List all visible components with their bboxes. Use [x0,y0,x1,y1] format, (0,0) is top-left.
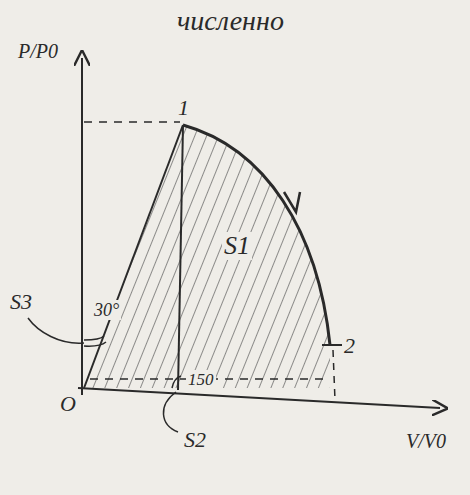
x-axis [78,388,440,408]
angle-label: 30° [92,300,121,320]
dashed-guide [84,121,180,123]
area-label: S3 [8,290,34,314]
leader-line [28,318,84,343]
ray-line [84,125,183,388]
curve-arrow [284,192,300,212]
leader-line [163,392,178,432]
axis-label: P/P0 [16,40,60,62]
point-label: 1 [176,96,191,120]
y-axis [81,58,83,395]
angle-arc [84,342,106,346]
vertical-line [178,125,183,390]
angle-arc [84,336,104,340]
point-label: 2 [342,334,357,358]
dashed-guide [333,350,335,400]
process-curve [183,125,330,345]
angle-label: 150 [186,370,216,389]
title-note: численно [175,6,286,36]
axis-label: V/V0 [404,430,448,452]
point-tick [322,344,342,346]
angle-arc [172,376,181,388]
area-label: S2 [182,428,208,452]
hatched-area [84,125,330,388]
origin-label: O [58,392,78,416]
area-label: S1 [222,232,252,260]
